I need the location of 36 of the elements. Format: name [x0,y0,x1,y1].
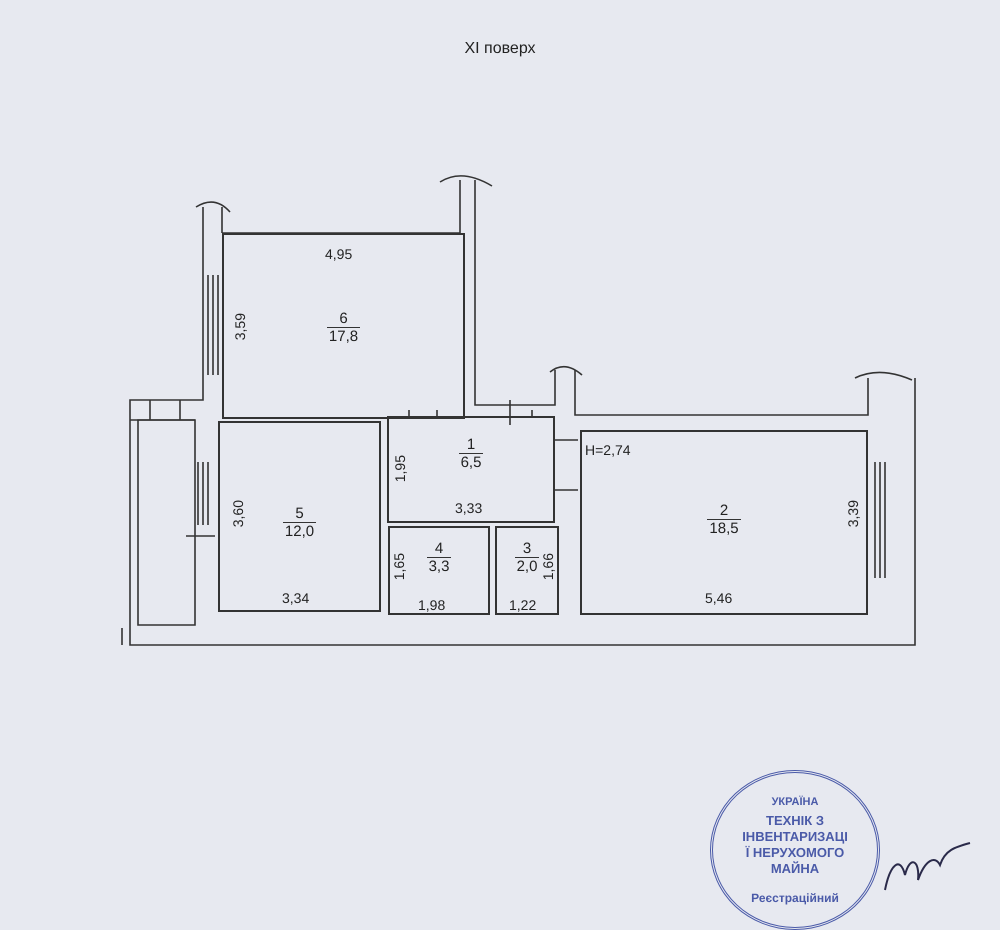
room-outline [218,421,381,612]
room-area: 17,8 [326,327,360,345]
room-number: 3 [522,540,532,557]
room-number: 4 [434,540,444,557]
dimension-label: 1,65 [391,553,407,580]
room-outline [222,233,465,419]
room-outline [387,416,555,523]
room-area: 12,0 [282,522,316,540]
room-outline [580,430,868,615]
stamp-country: УКРАЇНА [770,795,820,809]
room-number: 5 [295,505,304,522]
dimension-label: H=2,74 [585,442,631,458]
dimension-label: 1,22 [509,597,536,613]
dimension-label: 3,39 [845,500,861,528]
floor-title: XI поверх [464,40,536,57]
dimension-label: 3,59 [232,313,248,340]
room-number: 2 [720,502,728,519]
room-area: 18,5 [707,519,741,537]
stamp-text: ТЕХНІК З ІНВЕНТАРИЗАЦІЇ НЕРУХОМОГО МАЙНА [741,813,849,877]
room-number: 6 [339,310,348,327]
room-outline [388,526,490,615]
dimension-label: 1,95 [392,455,408,482]
dimension-label: 5,46 [705,590,732,606]
dimension-label: 1,98 [418,597,446,613]
room-outline [495,526,559,615]
stamp-text: Реєстраційний [750,891,840,906]
room-area: 3,3 [426,557,452,575]
dimension-label: 1,66 [540,553,556,580]
dimension-label: 3,34 [282,590,310,606]
dimension-label: 3,60 [230,500,246,528]
dimension-label: 4,95 [325,246,352,262]
dimension-label: 3,33 [455,500,482,516]
room-area: 2,0 [514,557,540,575]
room-number: 1 [466,436,476,453]
room-area: 6,5 [458,453,484,471]
round-stamp [710,770,880,930]
